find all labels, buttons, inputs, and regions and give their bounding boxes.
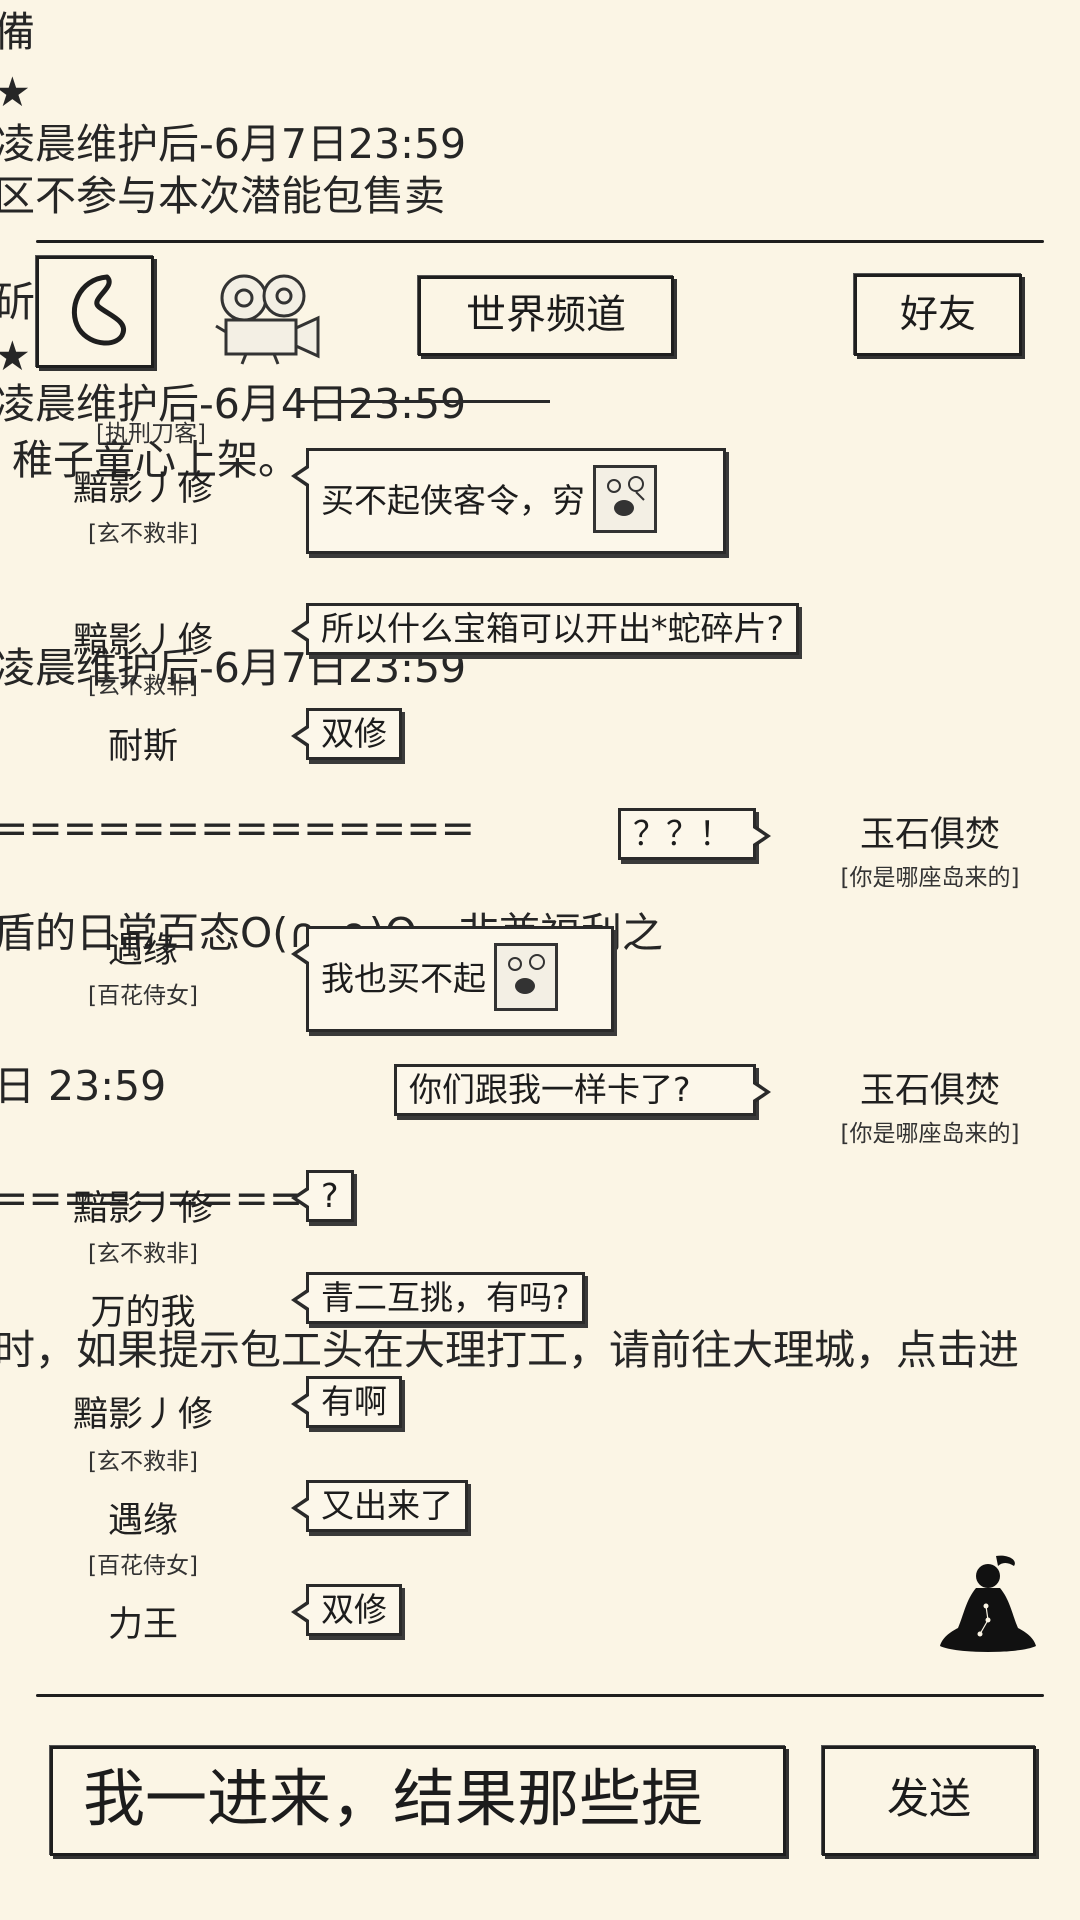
- chat-bubble[interactable]: 青二互挑，有吗?: [291, 1272, 585, 1324]
- notice-line: ==============: [0, 804, 475, 852]
- back-icon: [71, 274, 127, 346]
- sender-tag: [玄不救非]: [88, 521, 198, 547]
- notice-line: 備: [0, 8, 35, 56]
- notice-line: ★: [0, 68, 31, 116]
- notice-line: =========: [0, 1174, 304, 1222]
- tab-friends[interactable]: 好友: [854, 274, 1022, 356]
- input-divider: [36, 1694, 1044, 1697]
- back-button[interactable]: [36, 256, 154, 368]
- chat-bubble[interactable]: 有啊: [291, 1376, 402, 1428]
- notice-line: 时，如果提示包工头在大理打工，请前往大理城，点击进: [0, 1326, 1019, 1374]
- chat-bubble[interactable]: 我也买不起: [291, 926, 614, 1032]
- kiss-emoji-icon: [494, 942, 558, 1011]
- sender-name[interactable]: 黯影丿修: [72, 621, 213, 661]
- notice-line: ★: [0, 332, 31, 380]
- partial-bubble-edge: [300, 392, 550, 403]
- sender-tag: [玄不救非]: [88, 1241, 198, 1267]
- sender-name[interactable]: 力王: [107, 1605, 178, 1645]
- meditation-figure-icon[interactable]: [936, 1550, 1040, 1660]
- notice-line: 区不参与本次潜能包售卖: [0, 172, 445, 220]
- sender-name[interactable]: 遇缘: [107, 931, 178, 971]
- sender-name[interactable]: 黯影丿修: [72, 1189, 213, 1229]
- chat-bubble[interactable]: 你们跟我一样卡了?: [394, 1064, 771, 1116]
- sender-name[interactable]: 耐斯: [107, 727, 178, 767]
- chat-bubble[interactable]: 又出来了: [291, 1480, 468, 1532]
- sender-tag: [百花侍女]: [88, 1553, 198, 1579]
- chat-bubble[interactable]: 双修: [291, 1584, 402, 1636]
- notice-line: 凌晨维护后-6月4日23:59: [0, 380, 467, 428]
- chat-bubble[interactable]: 所以什么宝箱可以开出*蛇碎片?: [290, 603, 800, 655]
- video-camera-icon[interactable]: [212, 270, 326, 366]
- sender-name[interactable]: 玉石俱焚: [859, 1071, 1000, 1111]
- partial-tag: [执刑刀客]: [96, 421, 206, 447]
- sender-tag: [百花侍女]: [88, 983, 198, 1009]
- notice-line: 斫: [0, 278, 35, 326]
- tab-world-channel[interactable]: 世界频道: [418, 276, 674, 356]
- message-input[interactable]: 我一进来，结果那些提: [50, 1746, 786, 1856]
- sender-name[interactable]: 玉石俱焚: [859, 815, 1000, 855]
- sender-tag: [玄不救非]: [88, 1449, 198, 1475]
- notice-divider: [36, 240, 1044, 243]
- chat-bubble[interactable]: 双修: [291, 708, 402, 760]
- sender-tag: [玄不救非]: [88, 673, 198, 699]
- sender-tag: [你是哪座岛来的]: [840, 1121, 1020, 1147]
- notice-line: 稚子童心上架。: [12, 436, 299, 484]
- notice-line: 凌晨维护后-6月7日23:59: [0, 120, 467, 168]
- sender-name[interactable]: 遇缘: [107, 1501, 178, 1541]
- notice-line: 日 23:59: [0, 1062, 167, 1110]
- message-text: 我也买不起: [321, 959, 486, 998]
- chat-bubble[interactable]: 买不起侠客令，穷: [291, 448, 726, 554]
- chat-bubble[interactable]: ？？！: [618, 808, 771, 860]
- sender-name[interactable]: 黯影丿修: [72, 1395, 213, 1435]
- chat-bubble[interactable]: ?: [291, 1170, 354, 1222]
- send-button[interactable]: 发送: [822, 1746, 1036, 1856]
- sender-tag: [你是哪座岛来的]: [840, 865, 1020, 891]
- sender-name[interactable]: 黯影丿修: [72, 469, 213, 509]
- message-text: 买不起侠客令，穷: [321, 481, 585, 520]
- kiss-emoji-icon: [593, 464, 657, 533]
- sender-name[interactable]: 万的我: [90, 1293, 196, 1333]
